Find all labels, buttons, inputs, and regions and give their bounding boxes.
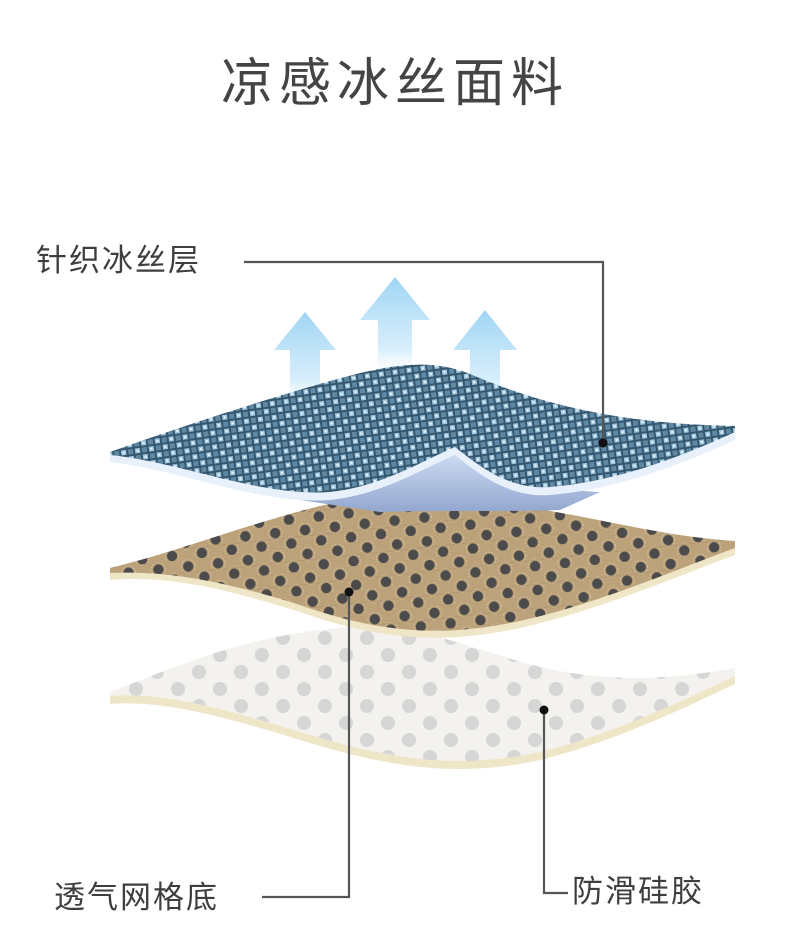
leader-line-mesh (262, 592, 351, 899)
label-mesh-base: 透气网格底 (54, 880, 219, 916)
cool-air-arrows (274, 277, 517, 410)
silicone-layer (110, 627, 735, 770)
mesh-layer (110, 495, 735, 638)
leader-line-silicone (542, 710, 568, 895)
marker-dot-silicone (539, 705, 549, 715)
leader-line-knit (244, 260, 605, 443)
leader-lines (244, 260, 605, 899)
marker-dot-mesh (344, 587, 354, 597)
knit-surface (110, 364, 735, 493)
silicone-surface (110, 627, 735, 762)
marker-dot-knit (598, 438, 608, 448)
knit-underside (300, 452, 600, 512)
label-knit-layer: 针织冰丝层 (36, 243, 201, 279)
label-silicone: 防滑硅胶 (572, 874, 704, 910)
knit-layer (110, 364, 735, 512)
arrow-up-icon (453, 310, 517, 410)
arrow-up-icon (274, 312, 336, 410)
arrow-up-icon (360, 277, 430, 380)
page-title: 凉感冰丝面料 (220, 54, 569, 114)
mesh-surface (110, 495, 735, 631)
